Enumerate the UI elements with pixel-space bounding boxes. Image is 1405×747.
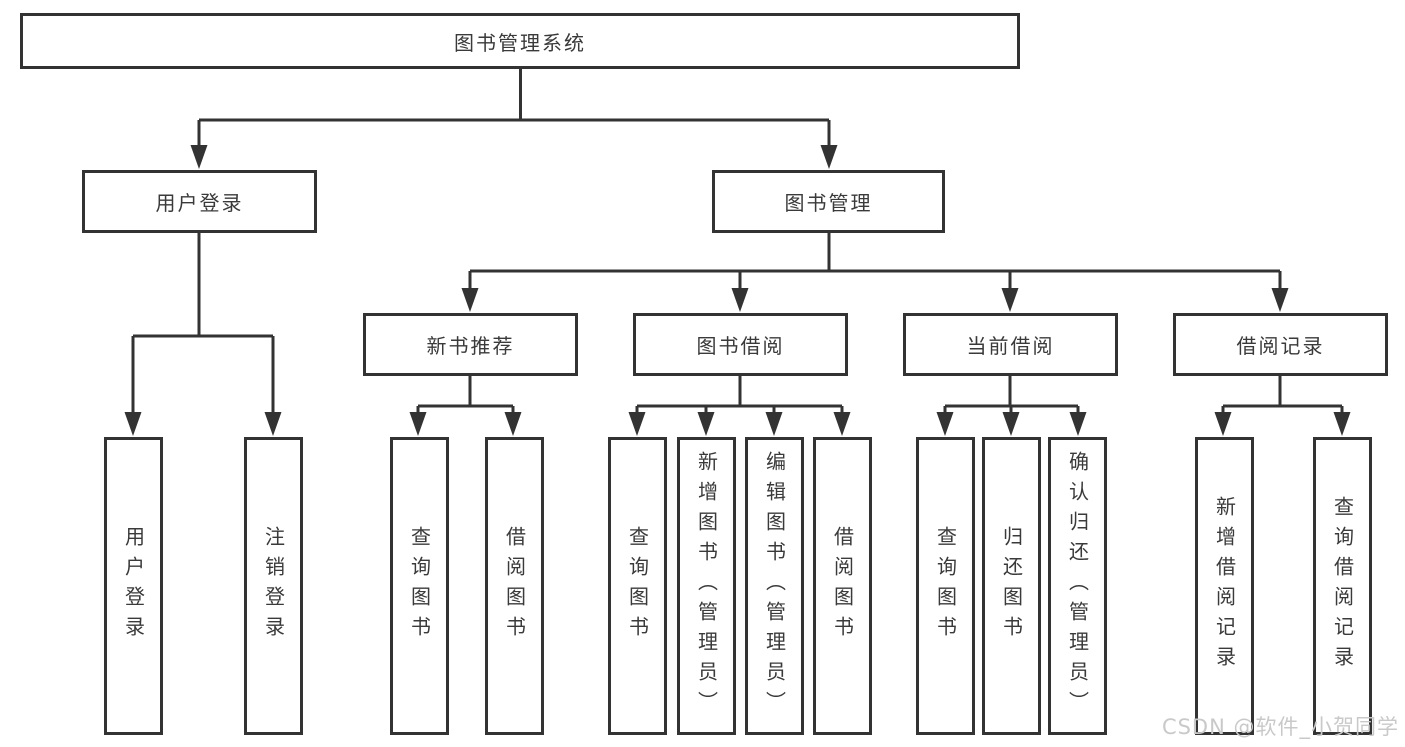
leaf-add-borrow-record-label: 新增借阅记录 — [1212, 496, 1237, 676]
node-book-management: 图书管理 — [712, 170, 945, 233]
node-borrow-records: 借阅记录 — [1173, 313, 1388, 376]
node-user-login-label: 用户登录 — [155, 191, 244, 215]
node-new-book-recommend: 新书推荐 — [363, 313, 578, 376]
leaf-query-book-borrow-label: 查询图书 — [625, 526, 650, 646]
leaf-edit-book-admin: 编辑图书（管理员） — [745, 437, 804, 735]
leaf-add-borrow-record: 新增借阅记录 — [1195, 437, 1254, 735]
leaf-query-book-current: 查询图书 — [916, 437, 975, 735]
leaf-query-book-current-label: 查询图书 — [933, 526, 958, 646]
node-new-book-recommend-label: 新书推荐 — [426, 334, 515, 358]
leaf-user-login: 用户登录 — [104, 437, 163, 735]
leaf-edit-book-admin-label: 编辑图书（管理员） — [762, 451, 787, 721]
node-root: 图书管理系统 — [20, 13, 1020, 69]
leaf-borrow-book-recommend-label: 借阅图书 — [502, 526, 527, 646]
node-borrow-records-label: 借阅记录 — [1236, 334, 1325, 358]
leaf-query-book-recommend: 查询图书 — [390, 437, 449, 735]
leaf-logout: 注销登录 — [244, 437, 303, 735]
node-current-borrow-label: 当前借阅 — [966, 334, 1055, 358]
leaf-borrow-book: 借阅图书 — [813, 437, 872, 735]
leaf-confirm-return-admin: 确认归还（管理员） — [1048, 437, 1107, 735]
leaf-borrow-book-label: 借阅图书 — [830, 526, 855, 646]
leaf-user-login-label: 用户登录 — [121, 526, 146, 646]
leaf-query-borrow-record: 查询借阅记录 — [1313, 437, 1372, 735]
leaf-query-borrow-record-label: 查询借阅记录 — [1330, 496, 1355, 676]
leaf-borrow-book-recommend: 借阅图书 — [485, 437, 544, 735]
leaf-add-book-admin: 新增图书（管理员） — [677, 437, 736, 735]
leaf-confirm-return-admin-label: 确认归还（管理员） — [1065, 451, 1090, 721]
leaf-add-book-admin-label: 新增图书（管理员） — [694, 451, 719, 721]
leaf-return-book: 归还图书 — [982, 437, 1041, 735]
node-user-login: 用户登录 — [82, 170, 317, 233]
node-book-borrow: 图书借阅 — [633, 313, 848, 376]
leaf-query-book-borrow: 查询图书 — [608, 437, 667, 735]
node-book-borrow-label: 图书借阅 — [696, 334, 785, 358]
leaf-return-book-label: 归还图书 — [999, 526, 1024, 646]
leaf-logout-label: 注销登录 — [261, 526, 286, 646]
node-book-management-label: 图书管理 — [784, 191, 873, 215]
arrowheads — [124, 145, 1351, 436]
node-current-borrow: 当前借阅 — [903, 313, 1118, 376]
leaf-query-book-recommend-label: 查询图书 — [407, 526, 432, 646]
node-root-label: 图书管理系统 — [454, 30, 586, 55]
csdn-watermark: CSDN @软件_小贺同学 — [1161, 715, 1399, 739]
